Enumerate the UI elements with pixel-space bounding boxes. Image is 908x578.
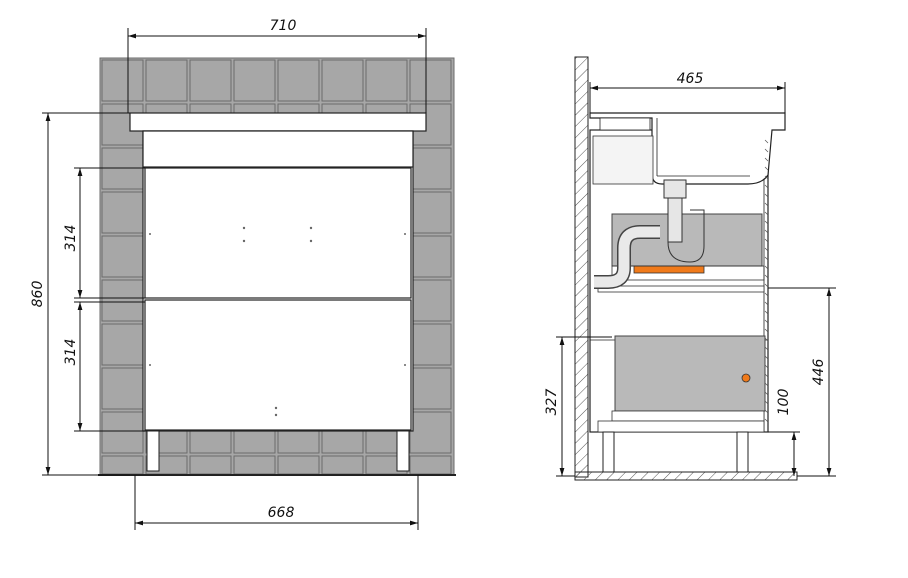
hatch-mark: [764, 346, 769, 351]
panel-edge-hatching: [764, 139, 769, 423]
hatch-mark: [764, 373, 769, 378]
wall-section: [574, 56, 589, 478]
wall-tile: [409, 59, 452, 102]
side-view: 465 446 327 100: [544, 56, 836, 481]
basin-rim: [599, 117, 651, 131]
hatch-mark: [764, 418, 769, 423]
dim-label-710: 710: [270, 18, 297, 34]
hatch-mark: [764, 157, 769, 162]
dim-label-314-top: 314: [63, 225, 79, 252]
wall-tile: [321, 455, 364, 475]
hatch-mark: [764, 409, 769, 414]
dim-label-314-bottom: 314: [63, 339, 79, 366]
hatch-mark: [764, 400, 769, 405]
wall-tile: [365, 59, 408, 102]
wall-tile: [277, 59, 320, 102]
sink-top: [129, 112, 427, 132]
wall-tile: [409, 279, 452, 322]
hatch-mark: [764, 391, 769, 396]
wall-tile: [277, 455, 320, 475]
dim-label-465: 465: [677, 71, 704, 87]
drawer-knob: [741, 373, 751, 383]
wall-tile: [189, 455, 232, 475]
drawer-top: [144, 167, 412, 299]
wall-tile: [409, 191, 452, 234]
floor-section: [574, 471, 798, 481]
hatch-mark: [764, 283, 769, 288]
wall-tile: [101, 455, 144, 475]
front-view: 710 860 314 314 668: [30, 18, 456, 530]
wall-tile: [409, 323, 452, 366]
wall-tile: [101, 235, 144, 278]
hatch-mark: [764, 301, 769, 306]
wall-tile: [409, 455, 452, 475]
hatch-mark: [764, 274, 769, 279]
wall-tile: [409, 147, 452, 190]
hatch-mark: [764, 265, 769, 270]
hatch-mark: [764, 256, 769, 261]
hatch-mark: [764, 328, 769, 333]
hatch-mark: [764, 310, 769, 315]
wall-tile: [409, 411, 452, 454]
dim-label-327: 327: [544, 389, 560, 416]
wall-tile: [101, 191, 144, 234]
hatch-mark: [764, 184, 769, 189]
wall-tile: [145, 59, 188, 102]
drawer-bottom: [144, 299, 412, 431]
dim-label-446: 446: [811, 359, 827, 386]
side-leg-back: [736, 431, 749, 473]
hatch-mark: [764, 193, 769, 198]
hatch-mark: [764, 148, 769, 153]
hatch-mark: [764, 364, 769, 369]
side-leg-front: [602, 431, 615, 473]
hatch-mark: [764, 382, 769, 387]
dim-label-668: 668: [268, 505, 295, 521]
leg-left: [146, 430, 160, 472]
siphon-tray: [633, 265, 705, 274]
hatch-mark: [764, 211, 769, 216]
hatch-mark: [764, 319, 769, 324]
hatch-mark: [764, 337, 769, 342]
hatch-mark: [764, 202, 769, 207]
dim-label-860: 860: [30, 281, 46, 308]
siphon-pipe: [594, 179, 705, 289]
wall-tile: [321, 59, 364, 102]
leg-right: [396, 430, 410, 472]
wall-tile: [101, 279, 144, 322]
wall-tile: [101, 323, 144, 366]
hatch-mark: [764, 220, 769, 225]
hatch-mark: [764, 292, 769, 297]
wall-tile: [101, 411, 144, 454]
hatch-mark: [764, 175, 769, 180]
dim-label-100: 100: [776, 389, 792, 416]
hatch-mark: [764, 166, 769, 171]
screw-marks: [149, 226, 406, 417]
hatch-mark: [764, 139, 769, 144]
wall-tile: [233, 455, 276, 475]
wall-tile: [101, 59, 144, 102]
hatch-mark: [764, 229, 769, 234]
hatch-mark: [764, 247, 769, 252]
hatch-mark: [764, 238, 769, 243]
wall-tile: [233, 59, 276, 102]
wall-tile: [409, 367, 452, 410]
wall-tile: [409, 235, 452, 278]
wall-tile: [101, 367, 144, 410]
hatch-mark: [764, 355, 769, 360]
lower-drawer-panel: [614, 335, 766, 412]
wall-tile: [189, 59, 232, 102]
upper-drawer-panel: [611, 213, 763, 267]
cabinet-top-strip: [142, 130, 414, 168]
